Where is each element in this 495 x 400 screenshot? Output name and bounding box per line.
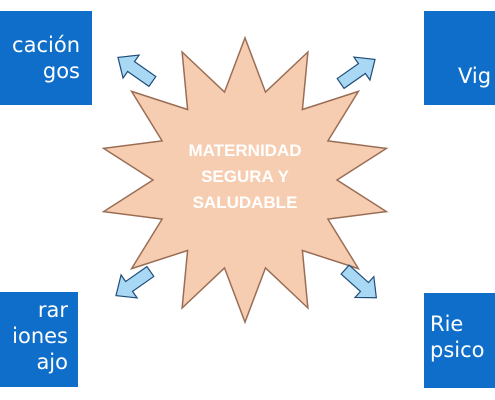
box-top-right-bg — [424, 11, 495, 105]
box-bottom-right-text: Rie psico — [430, 312, 485, 362]
box-top-left-bg — [0, 11, 92, 105]
arrow-top-left — [117, 54, 157, 88]
box-top-right-text: Vig sa Ga sar — [424, 11, 495, 105]
box-bottom-right-bg — [424, 293, 495, 388]
box-bottom-left-bg — [0, 292, 78, 387]
arrow-bottom-left — [115, 265, 155, 299]
center-title: MATERNIDAD SEGURA Y SALUDABLE — [188, 141, 302, 212]
center-star — [101, 35, 389, 325]
box-top-left-text: cación gos — [12, 33, 80, 83]
arrows-group — [115, 54, 378, 299]
arrow-bottom-right — [340, 264, 378, 299]
arrow-top-right — [336, 56, 376, 90]
box-top-right-line-1: Vig — [458, 64, 492, 88]
box-bottom-left-text: rar iones ajo — [12, 298, 68, 374]
